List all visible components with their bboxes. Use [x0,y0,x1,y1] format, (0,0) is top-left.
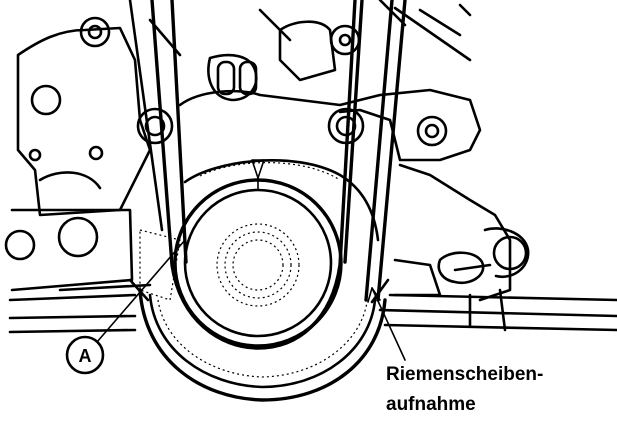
leader-lines [96,239,406,361]
callout-a-leader [96,239,186,343]
pulley-mount-label: Riemenscheiben- aufnahme [386,364,543,415]
timing-mark [251,159,265,179]
callout-a-letter: A [79,346,92,366]
crank-seal-assembly [128,159,390,402]
callout-a: A [65,335,105,375]
label-line-2: aufnahme [386,394,476,415]
lower-rails-left [8,293,137,334]
engine-block-right [378,163,617,332]
engine-block-top [136,0,482,162]
label-leader [371,287,406,361]
belt-loops [128,0,407,350]
engine-block-left [4,16,152,292]
label-line-1: Riemenscheiben- [386,364,543,385]
